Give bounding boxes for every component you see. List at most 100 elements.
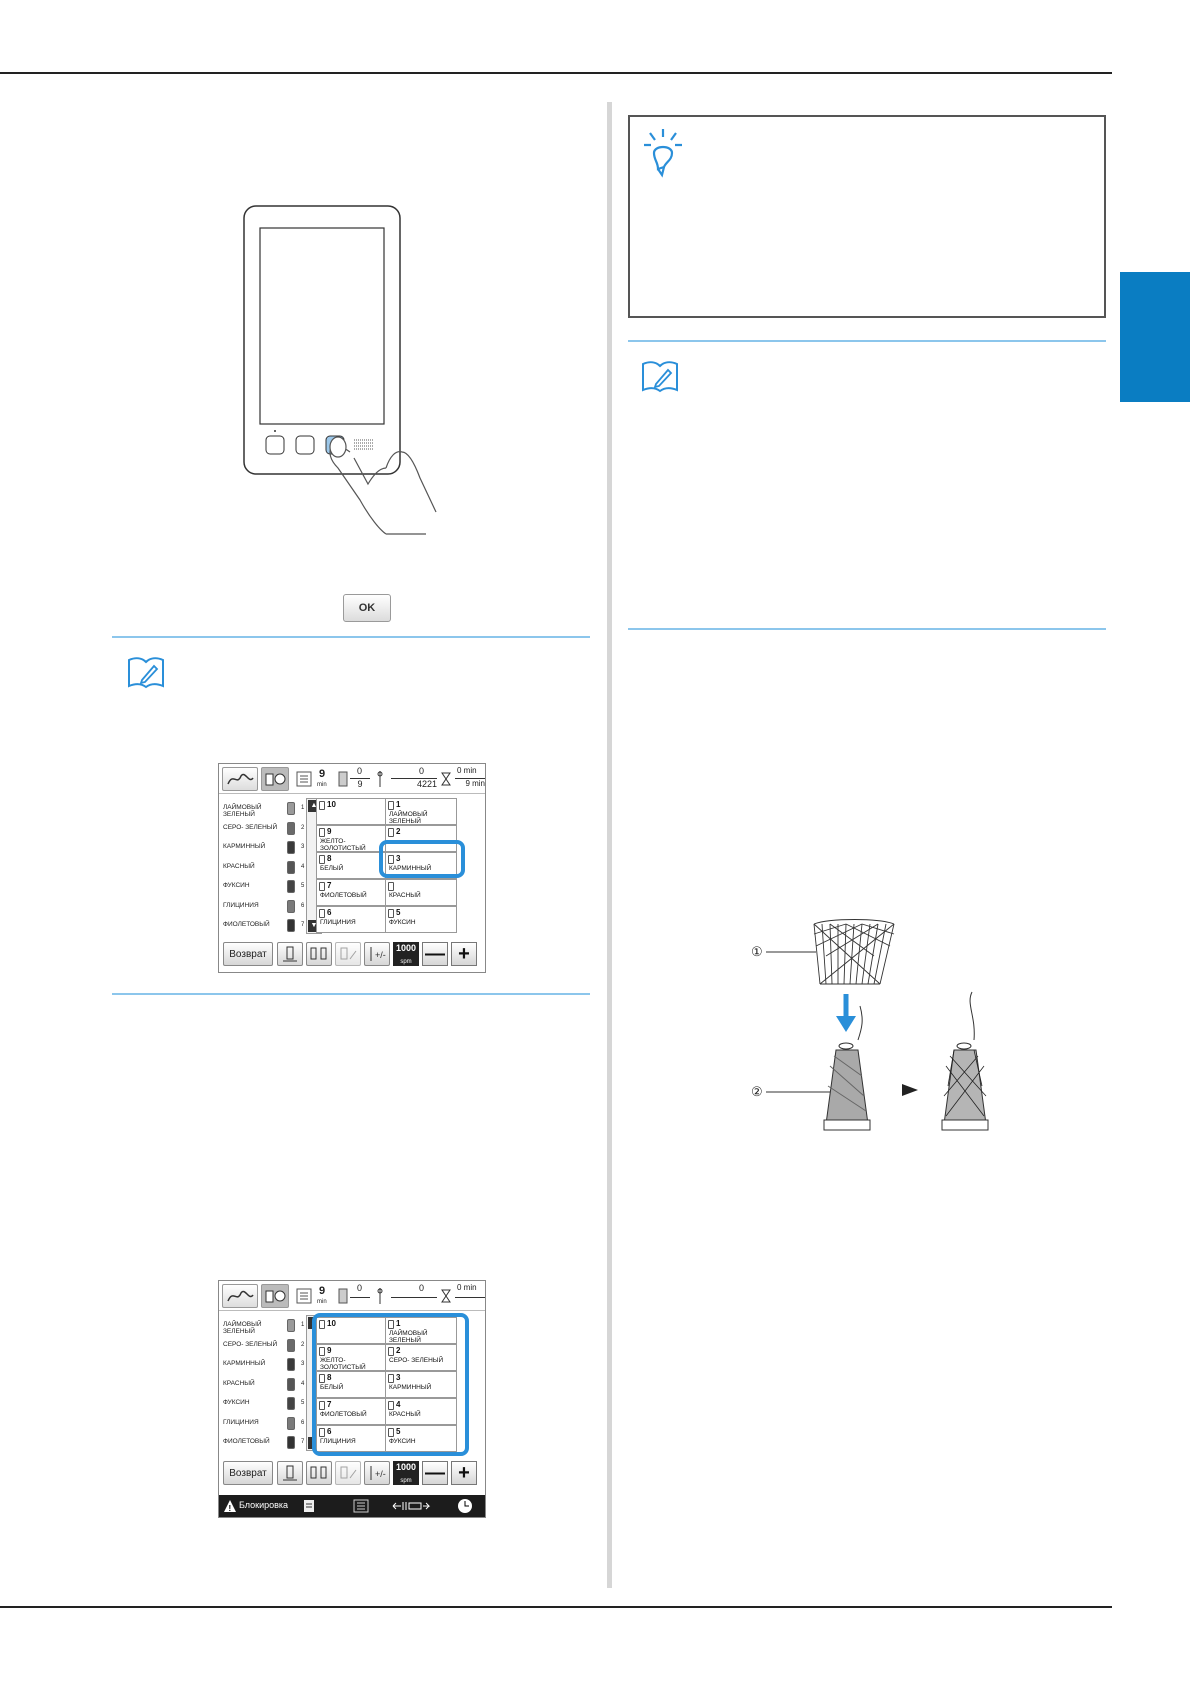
thread-swatch-icon bbox=[287, 821, 295, 835]
back-button[interactable]: Возврат bbox=[223, 1461, 273, 1485]
thread-sort-button[interactable] bbox=[306, 1461, 332, 1485]
spool-icon bbox=[388, 1320, 394, 1329]
thread-swatch-icon bbox=[287, 1397, 295, 1410]
frame-icon[interactable] bbox=[353, 1499, 369, 1513]
needle-count: 9 bbox=[319, 768, 326, 780]
spool-icon bbox=[388, 1428, 394, 1437]
hoop-move-icon[interactable] bbox=[391, 1499, 431, 1513]
ok-button[interactable]: OK bbox=[343, 594, 391, 622]
speed-minus-button[interactable]: — bbox=[422, 942, 448, 966]
thread-number: 7 bbox=[301, 1439, 305, 1445]
embroidery-pattern-button[interactable] bbox=[222, 767, 258, 791]
counter-top: 0 bbox=[419, 1283, 425, 1293]
embroidery-pattern-button[interactable] bbox=[222, 1284, 258, 1308]
spool-change-button[interactable] bbox=[277, 942, 303, 966]
thread-number: 2 bbox=[301, 1341, 305, 1348]
needle-cell[interactable]: 2 bbox=[385, 825, 457, 852]
thread-swatch-icon bbox=[287, 919, 295, 932]
stitch-divider bbox=[350, 1297, 370, 1298]
thread-name: ГЛИЦИНИЯ bbox=[223, 901, 259, 909]
time-top: 0 min bbox=[457, 1283, 477, 1292]
spool-icon bbox=[388, 909, 394, 918]
thread-sort-button[interactable] bbox=[306, 942, 332, 966]
thread-sort-icon bbox=[310, 947, 327, 960]
needle-cell[interactable]: 10 bbox=[316, 1317, 388, 1344]
counter-bottom: 4221 bbox=[391, 778, 437, 789]
thread-name: ФИОЛЕТОВЫЙ bbox=[223, 1438, 270, 1445]
thread-list-item[interactable]: ФИОЛЕТОВЫЙ 7 bbox=[221, 1434, 325, 1452]
thread-edit-button[interactable] bbox=[335, 942, 361, 966]
footer-rule bbox=[0, 1606, 1112, 1608]
callout-1: ① bbox=[751, 944, 763, 959]
stitch-top: 0 bbox=[357, 1283, 363, 1293]
needle-number: 10 bbox=[327, 1319, 336, 1328]
time-top: 0 min bbox=[457, 766, 477, 775]
lock-label[interactable]: Блокировка bbox=[239, 1500, 289, 1510]
stitch-forward-back-button[interactable]: +/- bbox=[364, 942, 390, 966]
speed-plus-button[interactable]: + bbox=[451, 1461, 477, 1485]
document-icon[interactable] bbox=[303, 1499, 315, 1513]
pattern-icon bbox=[227, 773, 254, 785]
speed-plus-button[interactable]: + bbox=[451, 942, 477, 966]
spool-icon bbox=[388, 828, 394, 837]
thread-display-button[interactable] bbox=[261, 767, 289, 791]
needle-number: 9 bbox=[327, 1346, 332, 1355]
stitch-forward-back-button[interactable]: +/- bbox=[364, 1461, 390, 1485]
thread-number: 5 bbox=[301, 1400, 305, 1406]
thread-name: КРАСНЫЙ bbox=[223, 862, 255, 870]
spool-net-figure: ① ② bbox=[751, 919, 989, 1131]
thread-edit-button[interactable] bbox=[335, 1461, 361, 1485]
speed-minus-button[interactable]: — bbox=[422, 1461, 448, 1485]
needle-plus-minus-icon: +/- bbox=[370, 1466, 386, 1480]
callout-2: ② bbox=[751, 1084, 763, 1099]
thread-number: 6 bbox=[301, 902, 305, 909]
needle-number: 3 bbox=[396, 854, 401, 863]
thread-edit-icon bbox=[340, 1466, 357, 1479]
thread-name: ГЛИЦИНИЯ bbox=[223, 1418, 259, 1426]
thread-display-button[interactable] bbox=[261, 1284, 289, 1308]
needle-number: 6 bbox=[327, 1427, 332, 1436]
svg-text:+/-: +/- bbox=[375, 950, 386, 960]
needle-cell[interactable]: 10 bbox=[316, 798, 388, 825]
spool-change-button[interactable] bbox=[277, 1461, 303, 1485]
spool-icon bbox=[319, 909, 325, 918]
needle-number: 7 bbox=[327, 881, 332, 890]
needle-number: 7 bbox=[327, 1400, 332, 1409]
chapter-tab bbox=[1120, 272, 1190, 402]
needle-cell[interactable]: КРАСНЫЙ bbox=[385, 879, 457, 906]
needle-number: 2 bbox=[396, 827, 401, 836]
clock-icon[interactable] bbox=[457, 1498, 473, 1514]
back-button[interactable]: Возврат bbox=[223, 942, 273, 966]
needle-thread-name: СЕРО- ЗЕЛЕНЫЙ bbox=[389, 1357, 444, 1364]
thread-list-item[interactable]: ГЛИЦИНИЯ 6 bbox=[221, 898, 325, 916]
spool-icon bbox=[388, 1347, 394, 1356]
column-divider bbox=[607, 102, 612, 1588]
